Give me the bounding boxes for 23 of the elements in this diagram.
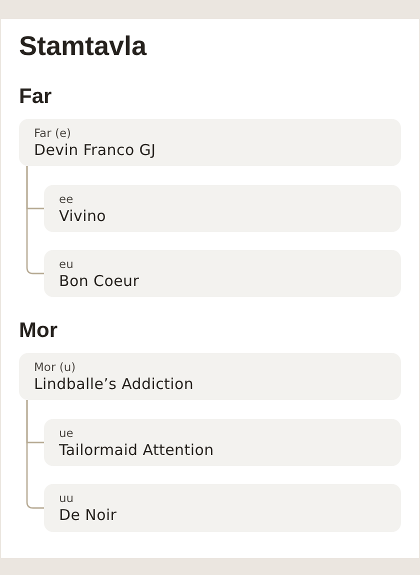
section-heading: Far	[19, 84, 52, 110]
horse-name: Tailormaid Attention	[59, 441, 214, 460]
pedigree-card	[44, 419, 401, 466]
horse-name: Bon Coeur	[59, 272, 140, 291]
pedigree-card	[44, 250, 401, 297]
pedigree-card	[19, 353, 401, 400]
relation-code: Mor (u)	[34, 360, 76, 375]
horse-name: Lindballe’s Addiction	[34, 375, 194, 394]
horse-name: Vivino	[59, 207, 106, 226]
tree-connector	[26, 400, 44, 509]
page-title: Stamtavla	[19, 30, 147, 62]
relation-code: Far (e)	[34, 126, 72, 141]
tree-connector	[26, 166, 44, 274]
section-heading: Mor	[19, 318, 58, 344]
pedigree-card	[19, 119, 401, 166]
relation-code: ee	[59, 192, 74, 207]
pedigree-card	[44, 484, 401, 532]
relation-code: eu	[59, 257, 74, 272]
horse-name: De Noir	[59, 506, 117, 525]
relation-code: ue	[59, 426, 74, 441]
relation-code: uu	[59, 491, 74, 506]
pedigree-card	[44, 185, 401, 232]
horse-name: Devin Franco GJ	[34, 141, 156, 160]
